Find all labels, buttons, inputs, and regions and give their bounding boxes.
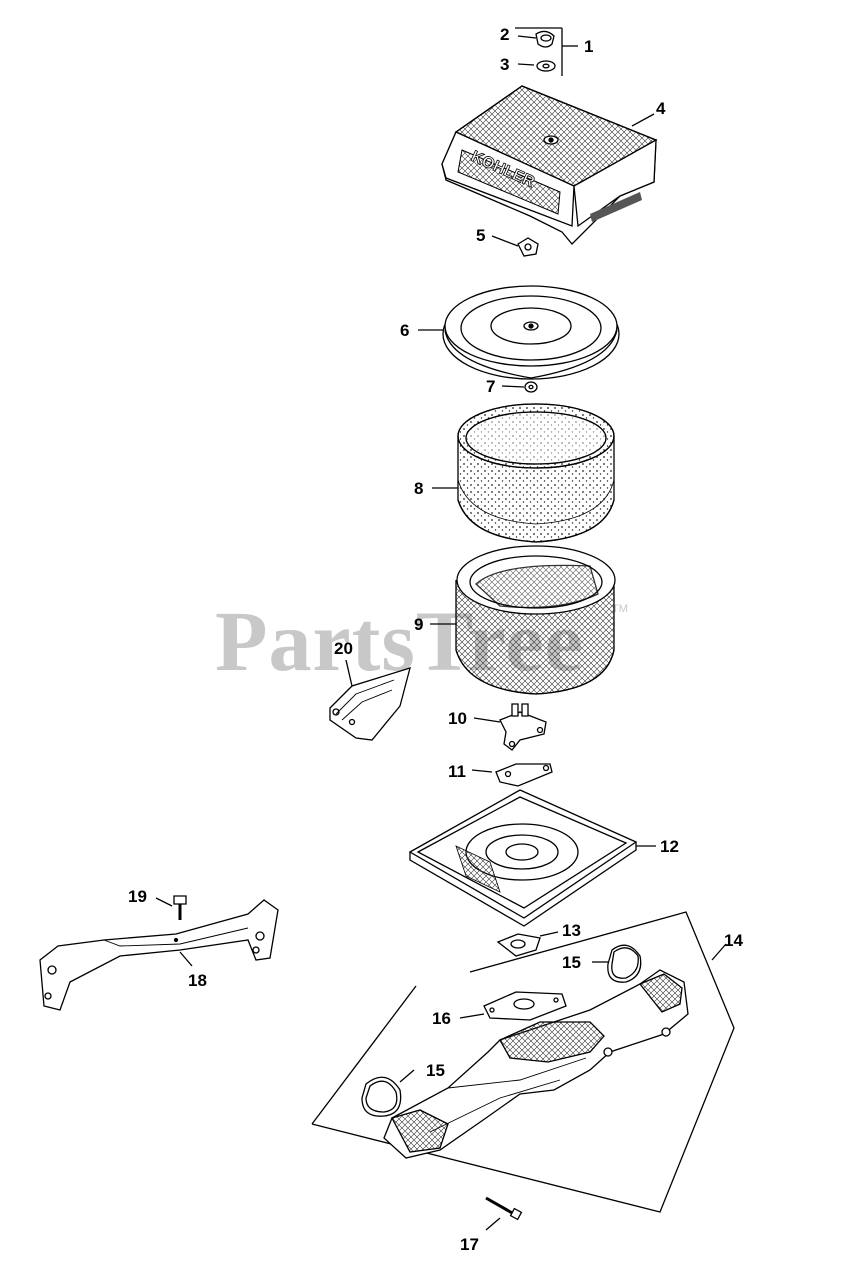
callout-19: 19 [128, 887, 147, 906]
callout-18: 18 [188, 971, 207, 990]
part-19-bolt [156, 896, 186, 920]
callout-15-upper: 15 [562, 953, 581, 972]
part-14-air-intake-elbow [384, 970, 688, 1158]
part-2-knob [518, 31, 554, 47]
callout-4: 4 [656, 99, 666, 118]
callout-16: 16 [432, 1009, 451, 1028]
part-7-nut [502, 382, 537, 392]
part-17-bolt [486, 1198, 521, 1230]
part-5-retainer [492, 236, 538, 256]
part-9-paper-element [430, 546, 615, 694]
part-4-air-cleaner-cover [442, 86, 656, 244]
callout-1: 1 [584, 37, 594, 56]
callout-2: 2 [500, 25, 510, 44]
part-10-valve [474, 704, 546, 750]
part-3-washer [518, 61, 555, 71]
callout-11: 11 [448, 762, 466, 781]
callout-10: 10 [448, 709, 467, 728]
part-1-bracket [515, 28, 578, 76]
part-6-inner-cover [418, 286, 619, 379]
part-16-gasket [460, 992, 566, 1020]
part-15-o-ring-upper [592, 945, 641, 982]
part-18-bracket [40, 900, 278, 1010]
callout-6: 6 [400, 321, 410, 340]
part-14-group-outline [312, 912, 734, 1212]
part-11-gasket [472, 764, 552, 786]
callout-12: 12 [660, 837, 679, 856]
part-20-shield [330, 660, 410, 740]
callout-13: 13 [562, 921, 581, 940]
part-8-precleaner [432, 404, 614, 542]
part-15-o-ring-lower [362, 1070, 414, 1116]
callout-14: 14 [724, 931, 743, 950]
callout-3: 3 [500, 55, 510, 74]
callout-5: 5 [476, 226, 486, 245]
callout-15-lower: 15 [426, 1061, 445, 1080]
callout-17: 17 [460, 1235, 479, 1254]
callout-8: 8 [414, 479, 424, 498]
part-12-base [410, 790, 656, 926]
callout-9: 9 [414, 615, 424, 634]
callout-7: 7 [486, 377, 496, 396]
callout-20: 20 [334, 639, 353, 658]
watermark-trademark: TM [612, 603, 628, 615]
part-13-gasket [498, 932, 558, 956]
